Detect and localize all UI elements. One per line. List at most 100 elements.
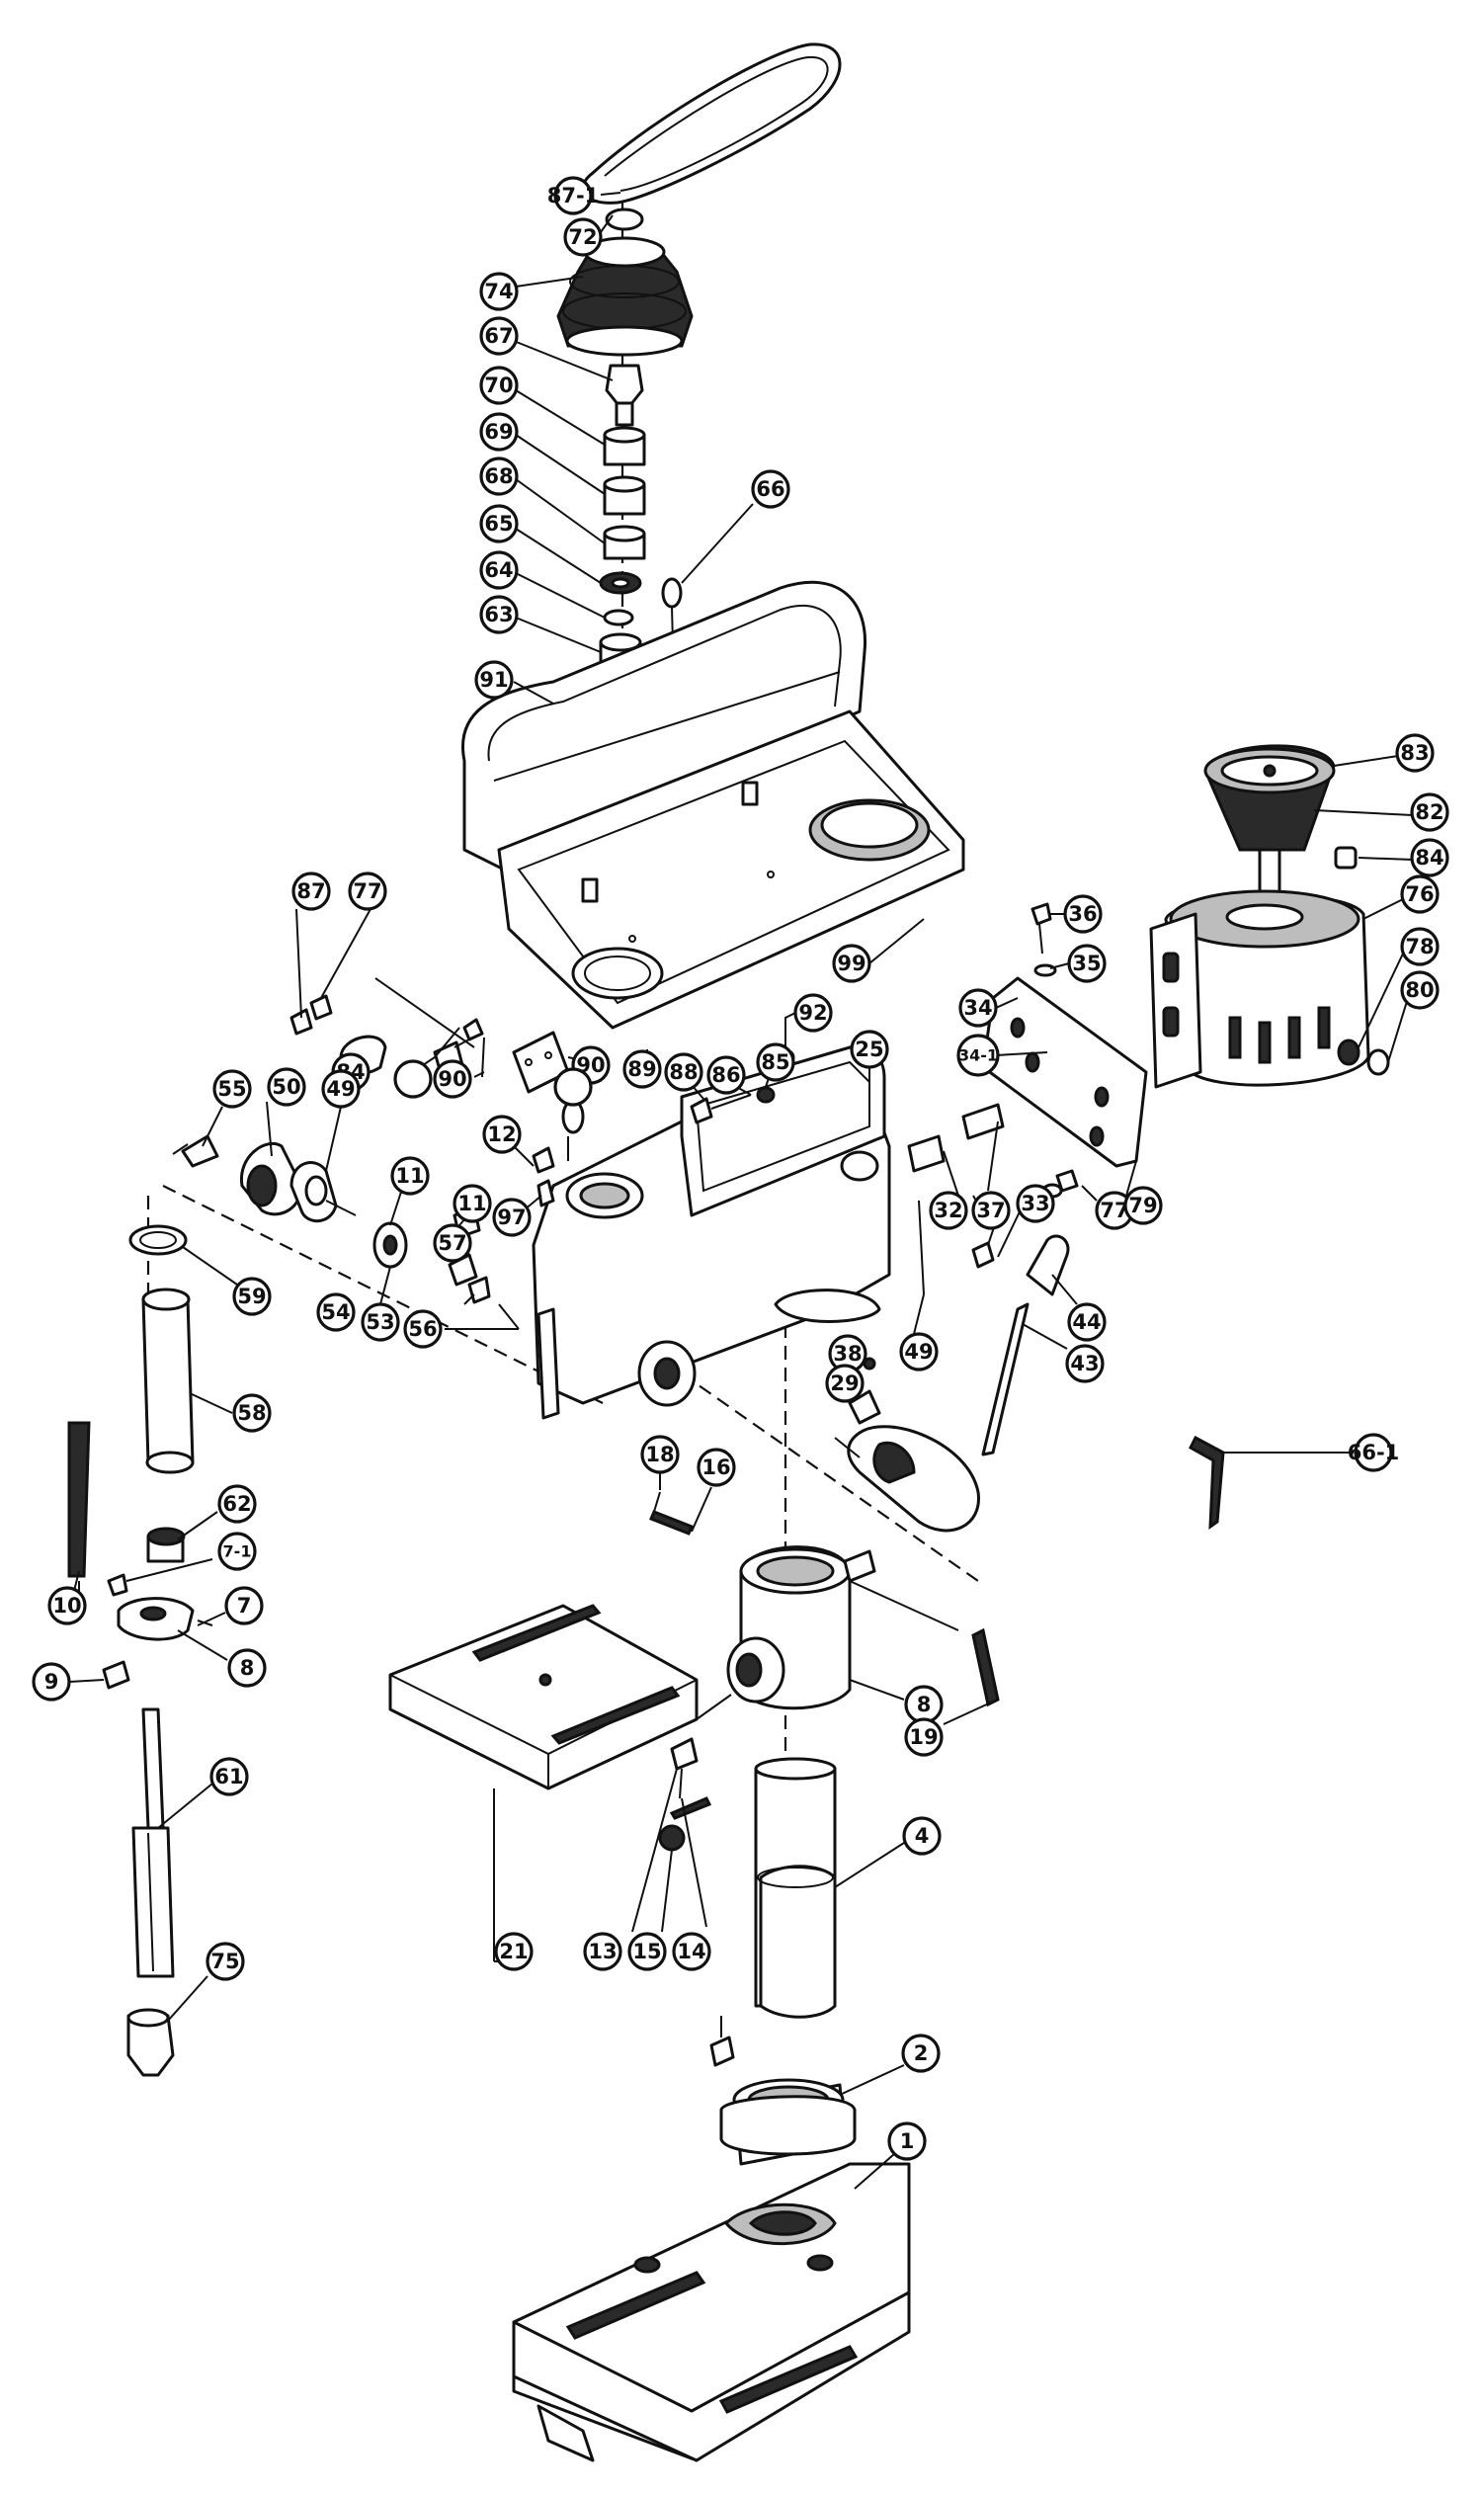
head-casting [532,1044,891,1420]
svg-text:21: 21 [499,1940,528,1963]
svg-text:65: 65 [484,512,513,536]
callout-7: 7 [224,1586,264,1625]
callout-75: 77 [348,872,387,911]
svg-text:56: 56 [408,1317,437,1341]
table [388,1604,699,1961]
svg-text:61: 61 [214,1765,243,1788]
callout-36: 36 [1063,894,1103,934]
svg-text:25: 25 [855,1038,883,1061]
svg-text:36: 36 [1068,902,1097,926]
callout-29: 29 [825,1364,865,1403]
callout-81: 83 [1395,733,1435,773]
svg-text:8: 8 [240,1656,255,1680]
callout-13: 13 [583,1932,622,1971]
callout-38: 38 [828,1334,867,1373]
callout-66-1 [553,1067,593,1107]
callout-34-1: 34-1 [956,1034,1000,1077]
svg-text:66-1: 66-1 [1348,1441,1400,1464]
callout-49-right: 49 [899,1332,939,1372]
spring-cover-line [374,977,475,1048]
callout-34: 34 [958,988,998,1028]
callout-80: 84 [1410,838,1449,877]
svg-text:70: 70 [484,374,513,397]
callout-54: 56 [403,1309,443,1349]
table-bracket [696,1545,1000,1720]
callout-14: 14 [672,1932,711,1971]
callout-72: 75 [206,1942,245,1981]
svg-text:72: 72 [568,225,597,249]
svg-text:18: 18 [645,1443,674,1466]
callout-65: 67 [479,316,519,356]
callout-53: 55 [212,1069,252,1109]
callout-11-upper: 11 [390,1156,430,1196]
callout-97: 66-1 [1348,1433,1400,1472]
callout-74: 76 [1400,874,1440,914]
motor [1149,744,1370,1089]
callout-33: 33 [1016,1184,1055,1223]
svg-text:66: 66 [756,477,784,501]
callout-78: 80 [1400,970,1440,1010]
callout-63: 65 [479,504,519,543]
svg-text:91: 91 [479,668,508,692]
callout-66: 68 [479,457,519,496]
callout-51: 53 [361,1302,400,1342]
callout-68: 70 [479,366,519,405]
svg-text:16: 16 [701,1455,730,1479]
svg-text:9: 9 [44,1670,59,1694]
svg-text:84: 84 [1415,846,1443,870]
svg-text:74: 74 [484,280,513,303]
callout-8-bracket: 8 [904,1685,944,1724]
base [512,2162,911,2462]
callout-84: 86 [706,1055,746,1095]
callout-55: 57 [433,1223,472,1263]
table-hardware [649,1491,712,1852]
svg-text:19: 19 [909,1725,938,1749]
svg-text:35: 35 [1072,952,1101,975]
callout-10: 10 [47,1586,87,1625]
svg-text:80: 80 [1405,978,1434,1002]
callout-19: 19 [904,1717,944,1757]
belt [581,42,842,205]
callout-15: 15 [627,1932,667,1971]
callout-7-1: 7-1 [217,1532,257,1571]
svg-text:79: 79 [1128,1194,1157,1217]
callout-12: 12 [482,1115,522,1154]
callout-44: 44 [1067,1302,1107,1342]
callout-58: 61 [209,1757,249,1796]
leader-92 [868,918,925,964]
callout-77-bracket: 79 [1123,1186,1163,1225]
callout-64: 66 [751,469,790,509]
callout-77-motor: 78 [1400,927,1440,966]
callout-25: 25 [850,1030,889,1069]
svg-text:64: 64 [484,558,513,582]
callout-21: 21 [494,1932,534,1971]
svg-text:85: 85 [761,1050,789,1074]
svg-text:99: 99 [837,952,866,975]
svg-text:12: 12 [487,1122,516,1146]
callout-4: 4 [902,1816,942,1856]
svg-text:59: 59 [237,1285,266,1308]
callout-8-quill: 8 [227,1648,267,1688]
svg-text:57: 57 [438,1231,466,1255]
column-support [709,2016,857,2166]
svg-text:78: 78 [1405,935,1434,958]
svg-text:4: 4 [915,1824,930,1848]
svg-text:75: 75 [210,1950,239,1973]
svg-text:1: 1 [900,2129,915,2153]
callout-59: 62 [217,1484,257,1524]
svg-text:2: 2 [914,2041,929,2065]
svg-text:14: 14 [677,1940,705,1963]
svg-text:44: 44 [1072,1310,1101,1334]
spindle-pulley [556,208,694,357]
svg-text:13: 13 [588,1940,617,1963]
callout-99: 87-1 [547,176,599,215]
svg-text:63: 63 [484,603,513,626]
callout-18: 18 [640,1435,680,1474]
svg-text:62: 62 [222,1492,251,1516]
callout-16: 16 [697,1448,736,1487]
leader-lines [68,192,1414,2190]
callout-79: 82 [1410,792,1449,832]
svg-text:49: 49 [904,1340,933,1364]
svg-text:88: 88 [669,1060,698,1084]
callout-86: 88 [664,1052,703,1092]
